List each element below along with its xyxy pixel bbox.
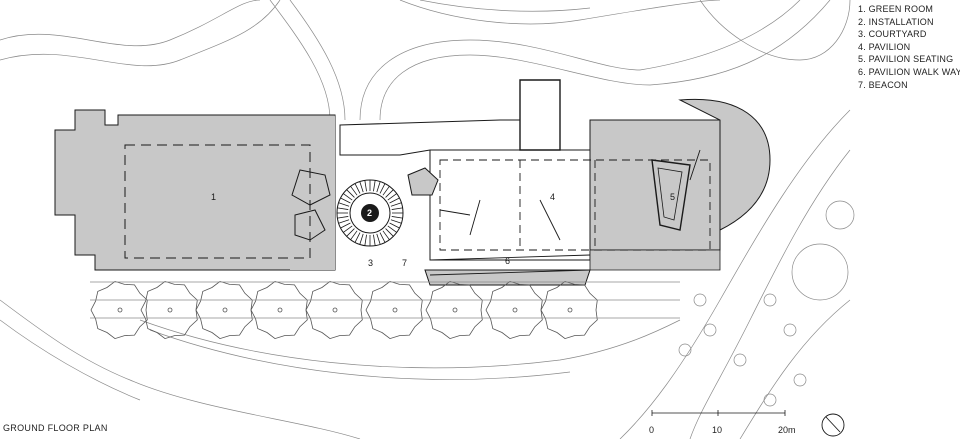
zone-label-5: 5 (670, 192, 675, 202)
installation-ray (390, 202, 402, 207)
installation-ray (389, 197, 400, 204)
installation-ray (354, 232, 361, 243)
north-arrow (821, 413, 845, 437)
tree-canopy (140, 280, 198, 340)
legend-item-6: 6. PAVILION WALK WAY (858, 66, 960, 77)
landscape-trees (678, 200, 855, 407)
installation-ray (391, 216, 403, 219)
installation-ray (340, 197, 351, 204)
installation-circle (336, 179, 404, 247)
tree-canopy (425, 280, 483, 340)
installation-ray (373, 234, 376, 246)
installation-ray (390, 219, 402, 224)
legend-item-3: 3. COURTYARD (858, 29, 927, 40)
tree-canopy (485, 280, 543, 340)
installation-ray (379, 183, 386, 194)
installation-ray (376, 233, 381, 245)
installation-ray (373, 180, 376, 192)
installation-ray (376, 181, 381, 193)
zone-label-2: 2 (367, 208, 372, 218)
zone-label-7: 7 (402, 258, 407, 268)
installation-ray (385, 228, 394, 237)
scale-tick-0: 0 (649, 425, 655, 435)
installation-ray (337, 207, 349, 210)
zone-label-6: 6 (505, 256, 510, 266)
installation-ray (391, 207, 403, 210)
green-room-dashed-frame (124, 144, 311, 259)
installation-ray (338, 219, 350, 224)
installation-ray (346, 189, 355, 198)
installation-ray (389, 222, 400, 229)
zone-label-4: 4 (550, 192, 555, 202)
legend: 1. GREEN ROOM 2. INSTALLATION 3. COURTYA… (858, 3, 960, 91)
legend-item-7: 7. BEACON (858, 79, 908, 90)
pavilion-dashed-frame (439, 159, 711, 251)
installation-ray (364, 180, 367, 192)
installation-ray (337, 216, 349, 219)
scale-bar (651, 410, 786, 416)
tree-row (90, 280, 598, 340)
scale-tick-20m: 20m (778, 425, 796, 435)
installation-ray (346, 228, 355, 237)
installation-ray (338, 202, 350, 207)
tree-canopy (250, 280, 308, 340)
legend-item-1: 1. GREEN ROOM (858, 4, 934, 14)
installation-ray (359, 233, 364, 245)
tree-canopy (90, 280, 148, 340)
installation-ray (340, 222, 351, 229)
installation-ray (379, 232, 386, 243)
scale-tick-10: 10 (712, 425, 723, 435)
installation-ray (350, 230, 358, 240)
installation-ray (343, 193, 353, 201)
tree-canopy (365, 280, 423, 340)
zone-label-3: 3 (368, 258, 373, 268)
installation-ray (354, 183, 361, 194)
installation-ray (382, 186, 390, 196)
installation-ray (382, 230, 390, 240)
pavilion-seating-shape (651, 159, 691, 231)
pavilion-seating-inner (657, 167, 683, 221)
installation-ray (385, 189, 394, 198)
installation-ray (343, 225, 353, 233)
installation-ray (350, 186, 358, 196)
installation-ray (359, 181, 364, 193)
paving-grid (90, 281, 680, 319)
legend-item-4: 4. PAVILION (858, 41, 911, 52)
zone-label-1: 1 (211, 192, 216, 202)
installation-ray (364, 234, 367, 246)
walkway-lines (429, 149, 701, 276)
legend-item-2: 2. INSTALLATION (858, 16, 934, 27)
plan-caption: GROUND FLOOR PLAN (3, 423, 108, 433)
installation-ray (387, 225, 397, 233)
installation-ray (387, 193, 397, 201)
site-context-lines (0, 0, 851, 439)
tree-canopy (305, 280, 363, 340)
tree-canopy (540, 280, 598, 340)
tree-canopy (195, 280, 253, 340)
legend-item-5: 5. PAVILION SEATING (858, 54, 954, 65)
building-footprint (54, 79, 771, 286)
